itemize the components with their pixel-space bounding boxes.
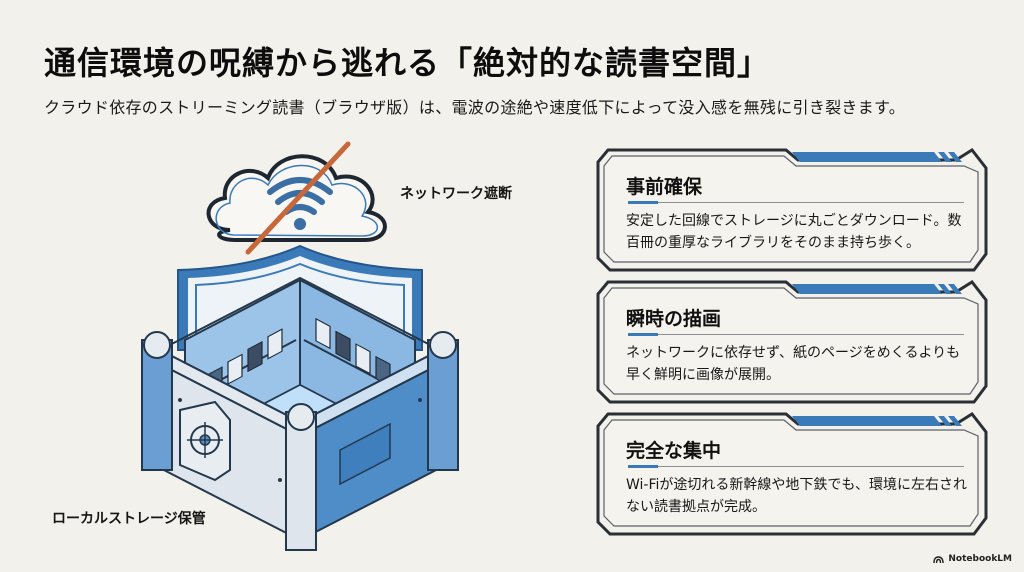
vault-door-icon (179, 400, 231, 482)
card-frame (596, 280, 988, 404)
card-heading: 事前確保 (626, 176, 703, 198)
wifi-dot-icon (294, 218, 306, 230)
brand-watermark: NotebookLM (933, 554, 1012, 564)
card-advance-download: 事前確保 安定した回線でストレージに丸ごとダウンロード。数百冊の重厚なライブラリ… (594, 146, 990, 274)
page-subtitle: クラウド依存のストリーミング読書（ブラウザ版）は、電波の途絶や速度低下によって没… (44, 98, 906, 117)
network-blocked-label: ネットワーク遮断 (400, 186, 512, 202)
page-title: 通信環境の呪縛から逃れる「絶対的な読書空間」 (44, 44, 771, 82)
card-frame (596, 412, 988, 536)
divider-accent (628, 465, 658, 468)
divider-accent (628, 201, 658, 204)
slash-icon (245, 141, 351, 255)
divider (628, 466, 964, 467)
card-frame (596, 148, 988, 272)
notebooklm-logo-icon (933, 555, 945, 563)
brand-name: NotebookLM (948, 554, 1012, 564)
card-full-focus: 完全な集中 Wi-Fiが途切れる新幹線や地下鉄でも、環境に左右されない読書拠点が… (594, 410, 990, 538)
card-heading: 瞬時の描画 (626, 308, 722, 330)
local-storage-label: ローカルストレージ保管 (52, 511, 206, 527)
illustration (100, 140, 500, 560)
divider (628, 334, 964, 335)
card-body: 安定した回線でストレージに丸ごとダウンロード。数百冊の重厚なライブラリをそのまま… (626, 213, 962, 251)
divider-accent (628, 333, 658, 336)
divider (628, 202, 964, 203)
card-heading: 完全な集中 (626, 440, 722, 462)
card-instant-render: 瞬時の描画 ネットワークに依存せず、紙のページをめくるよりも早く鮮明に画像が展開… (594, 278, 990, 406)
card-body: ネットワークに依存せず、紙のページをめくるよりも早く鮮明に画像が展開。 (626, 345, 961, 383)
card-body: Wi-Fiが途切れる新幹線や地下鉄でも、環境に左右されない読書拠点が完成。 (626, 477, 967, 515)
